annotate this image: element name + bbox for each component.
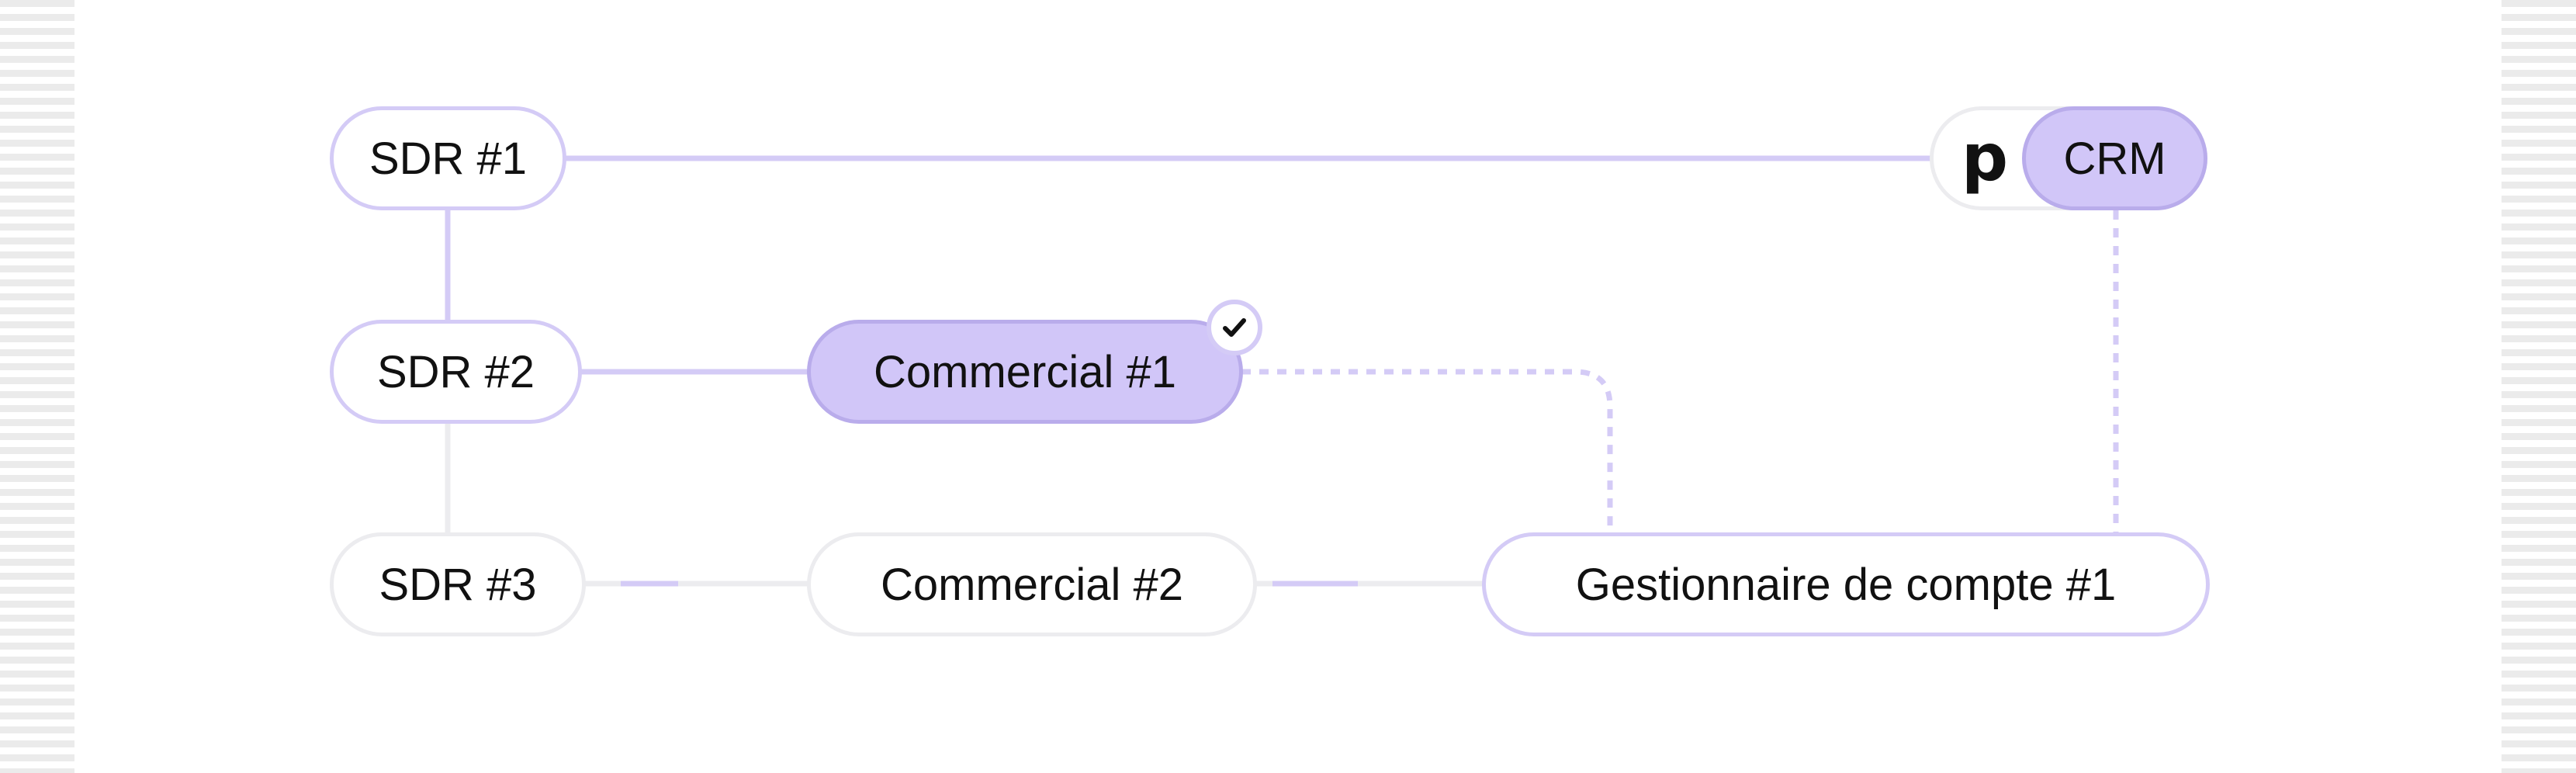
crm-badge: CRM: [2022, 106, 2207, 210]
node-account-manager-1: Gestionnaire de compte #1: [1482, 532, 2210, 636]
check-badge: [1207, 300, 1262, 355]
node-sdr-1: SDR #1: [330, 106, 566, 210]
node-commercial-2-label: Commercial #2: [881, 559, 1183, 610]
node-commercial-1: Commercial #1: [807, 320, 1243, 424]
node-sdr-3: SDR #3: [330, 532, 586, 636]
crm-label: CRM: [2063, 133, 2166, 184]
node-sdr-2: SDR #2: [330, 320, 582, 424]
pipedrive-logo-icon: p: [1961, 120, 2009, 196]
node-commercial-2: Commercial #2: [807, 532, 1257, 636]
node-sdr-3-label: SDR #3: [379, 559, 537, 610]
node-commercial-1-label: Commercial #1: [874, 346, 1176, 397]
decorative-stripes-left: [0, 0, 74, 773]
node-account-manager-1-label: Gestionnaire de compte #1: [1575, 559, 2117, 610]
node-sdr-1-label: SDR #1: [369, 133, 528, 184]
link-commercial1-account-manager-dashed: [1241, 369, 1613, 532]
node-sdr-2-label: SDR #2: [376, 346, 535, 397]
decorative-stripes-right: [2502, 0, 2576, 773]
check-icon: [1223, 318, 1246, 337]
